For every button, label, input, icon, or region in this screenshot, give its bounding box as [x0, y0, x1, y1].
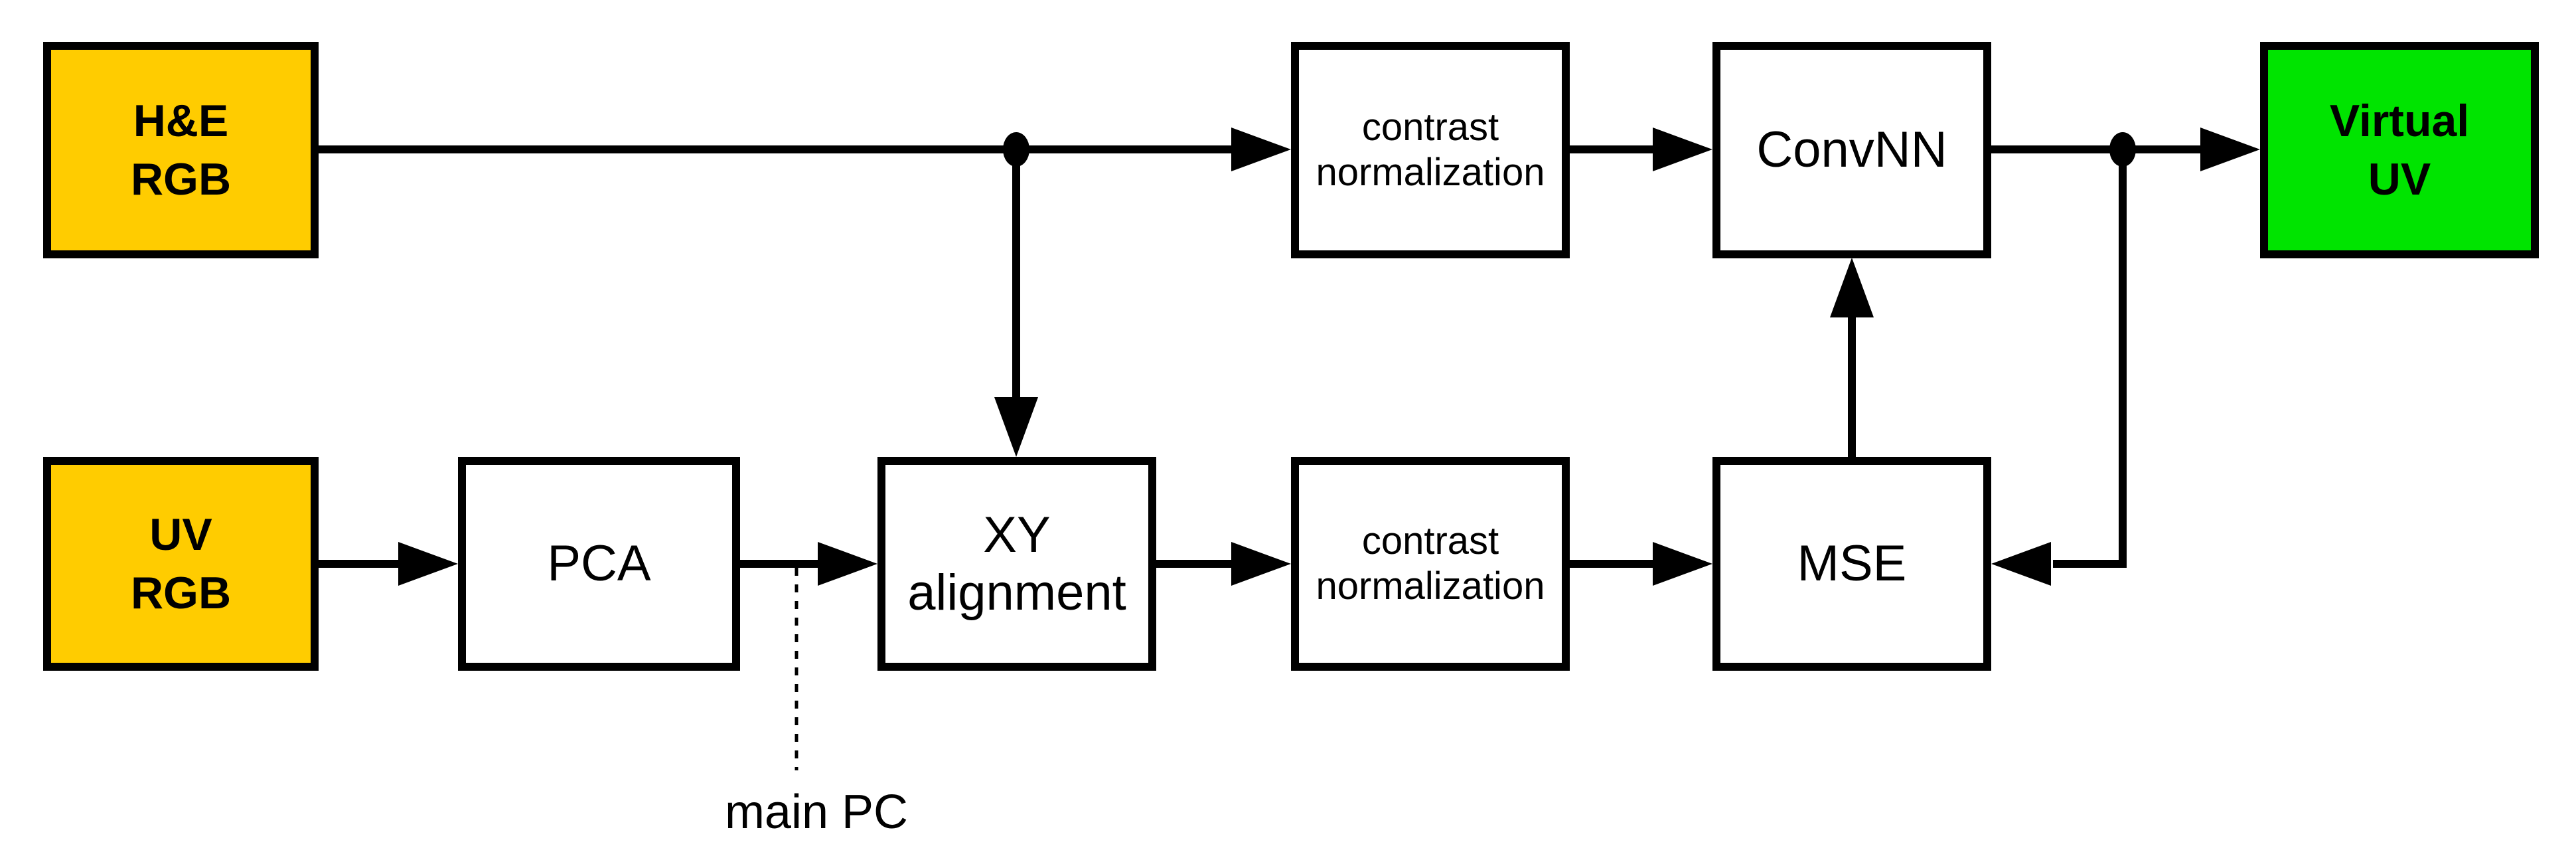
- junction-dot-output-line: [2109, 132, 2136, 167]
- arrowhead-into-convnn-bottom: [1830, 258, 1874, 317]
- node-contrast-normalization-top-label: contrast normalization: [1316, 105, 1545, 194]
- node-virtual-uv: Virtual UV: [2260, 42, 2539, 258]
- arrowhead-into-xy-top: [994, 397, 1038, 457]
- node-virtual-uv-label: Virtual UV: [2329, 95, 2470, 205]
- arrowhead-into-virtual-uv: [2200, 128, 2260, 171]
- node-pca-label: PCA: [547, 535, 651, 592]
- node-he-rgb: H&E RGB: [43, 42, 319, 258]
- junction-dot-top-line: [1003, 132, 1029, 167]
- node-pca: PCA: [458, 457, 740, 671]
- arrowhead-into-mse-left: [1653, 542, 1712, 586]
- node-uv-rgb-label: UV RGB: [130, 509, 232, 618]
- node-contrast-normalization-top: contrast normalization: [1291, 42, 1570, 258]
- node-xy-alignment-label: XY alignment: [907, 506, 1126, 621]
- node-he-rgb-label: H&E RGB: [130, 95, 232, 205]
- node-convnn-label: ConvNN: [1756, 122, 1947, 179]
- main-pc-label: main PC: [724, 786, 909, 839]
- edge-output-feedback-to-mse-line: [2053, 149, 2127, 568]
- node-mse-label: MSE: [1797, 535, 1907, 592]
- node-contrast-normalization-bottom: contrast normalization: [1291, 457, 1570, 671]
- node-mse: MSE: [1712, 457, 1991, 671]
- node-contrast-normalization-bottom-label: contrast normalization: [1316, 519, 1545, 608]
- node-uv-rgb: UV RGB: [43, 457, 319, 671]
- arrowhead-into-convnn-left: [1653, 128, 1712, 171]
- arrowhead-into-contrast-bottom: [1231, 542, 1291, 586]
- arrowhead-into-mse-right: [1991, 542, 2051, 586]
- arrowhead-into-pca: [398, 542, 458, 586]
- arrowhead-into-contrast-top: [1231, 128, 1291, 171]
- node-xy-alignment: XY alignment: [877, 457, 1156, 671]
- arrowhead-into-xy-left: [818, 542, 877, 586]
- node-convnn: ConvNN: [1712, 42, 1991, 258]
